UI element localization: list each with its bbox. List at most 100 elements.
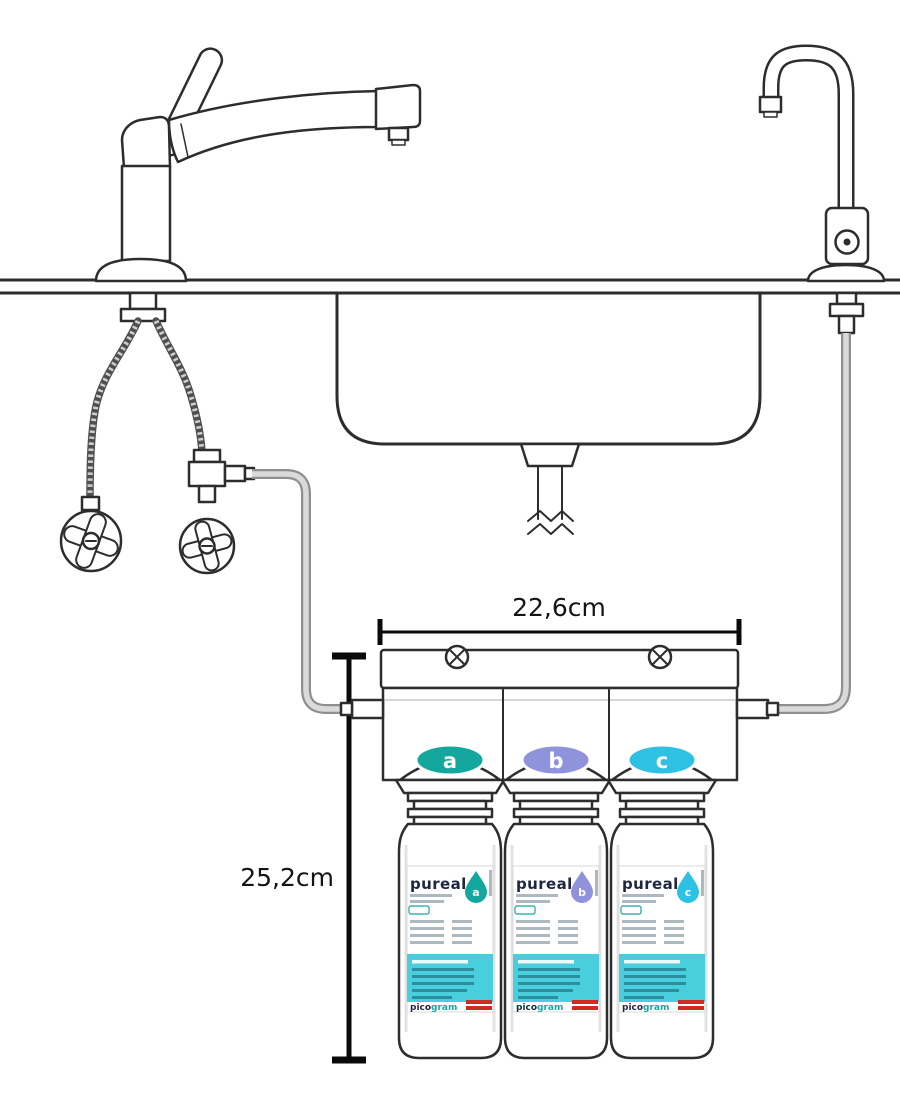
mounting-bracket (379, 648, 740, 690)
faucet-upper-body (120, 115, 172, 170)
band-text-line (518, 982, 580, 985)
label-red-text (466, 1000, 492, 1004)
height-dimension: 25,2cm (240, 652, 366, 1064)
drop-shape (465, 871, 487, 903)
band-text-line (412, 996, 452, 999)
label-spec-line (558, 934, 578, 937)
gooseneck-fill (765, 46, 852, 270)
label-spec-line (664, 934, 684, 937)
adapter-bottom-stem (197, 484, 217, 504)
cartridge-b: pureal b picogram (500, 778, 612, 1060)
label-spec-line (410, 934, 444, 937)
stage-letter-b: b (548, 749, 563, 773)
drain-flange (519, 442, 581, 468)
outlet-port (735, 698, 770, 720)
band-text-line (624, 975, 686, 978)
label-spec-line (558, 920, 578, 923)
band-text-line (624, 982, 686, 985)
label-badge (514, 905, 536, 915)
faucet-spout (167, 89, 382, 164)
footer-suffix: gram (643, 1003, 669, 1013)
adapter-top-nut (192, 448, 222, 464)
label-spec-line (452, 927, 472, 930)
inlet-port-fitting (339, 701, 354, 717)
label-drop-icon-b: b (571, 871, 593, 903)
label-text-line (410, 894, 452, 897)
stage-oval-a (414, 743, 486, 777)
filtered-water-tube (778, 333, 851, 714)
sink-basin (335, 291, 762, 535)
band-text-line (412, 960, 468, 964)
mounting-screw-left-cross (449, 649, 465, 665)
label-text-line (622, 894, 664, 897)
stage-oval-c (626, 743, 698, 777)
label-spec-line (452, 934, 472, 937)
label-spec-line (410, 941, 444, 944)
kitchen-faucet (94, 47, 422, 323)
band-text-line (412, 982, 474, 985)
cartridge-c-collar (606, 778, 718, 795)
label-spec-line (452, 920, 472, 923)
label-footer-brand: picogram (516, 1003, 563, 1013)
footer-suffix: gram (537, 1003, 563, 1013)
footer-suffix: gram (431, 1003, 457, 1013)
drinking-faucet-nut (828, 302, 865, 318)
shutoff-valve-left (59, 495, 123, 573)
label-spec-line (516, 941, 550, 944)
filtered-water-tube-core (778, 333, 849, 712)
band-text-line (518, 968, 580, 971)
label-spec-line (452, 941, 472, 944)
label-red-text (466, 1006, 492, 1010)
shutoff-valve-right (178, 517, 236, 575)
hose-right (152, 317, 206, 456)
feed-adapter (187, 448, 256, 504)
inlet-port (350, 698, 385, 720)
label-spec-line (516, 920, 550, 923)
label-drop-icon-c: c (677, 871, 699, 903)
cartridge-b-brand: pureal (516, 875, 573, 893)
mounting-screw-right-cross (652, 649, 668, 665)
cartridge-b-collar (500, 778, 612, 795)
label-spec-line (622, 941, 656, 944)
label-text-line (516, 900, 550, 903)
filter-inlet-tube (252, 469, 341, 714)
label-spec-line (664, 941, 684, 944)
label-spec-line (622, 934, 656, 937)
drinking-spout-tip (758, 95, 783, 114)
band-text-line (412, 989, 467, 992)
width-dimension-label: 22,6cm (512, 593, 606, 622)
label-spec-line (410, 927, 444, 930)
band-text-line (412, 975, 474, 978)
pipe-break-upper (527, 510, 574, 522)
label-red-text (572, 1000, 598, 1004)
sink-bowl (335, 291, 762, 446)
band-text-line (518, 975, 580, 978)
band-text-line (624, 968, 686, 971)
band-text-line (518, 996, 558, 999)
drop-letter: a (472, 886, 479, 899)
label-spec-line (622, 920, 656, 923)
drop-letter: b (578, 886, 586, 899)
band-text-line (624, 960, 680, 964)
label-spec-line (664, 920, 684, 923)
label-red-text (678, 1006, 704, 1010)
outlet-port-fitting (765, 701, 780, 717)
label-spec-line (516, 934, 550, 937)
cartridge-c-brand: pureal (622, 875, 679, 893)
tubing (252, 333, 851, 714)
label-spec-line (664, 927, 684, 930)
filter-unit: a b c pureal a (339, 644, 780, 1060)
stage-letter-c: c (656, 749, 668, 773)
label-spec-line (410, 920, 444, 923)
footer-prefix: pico (410, 1003, 431, 1013)
drop-letter: c (685, 886, 692, 899)
footer-prefix: pico (516, 1003, 537, 1013)
label-drop-icon-a: a (465, 871, 487, 903)
label-badge (620, 905, 642, 915)
label-red-text (572, 1006, 598, 1010)
drinking-spout-aerator (763, 111, 778, 118)
cartridge-a: pureal a picogram (394, 778, 506, 1060)
cartridge-c-shading (616, 845, 708, 1032)
footer-prefix: pico (622, 1003, 643, 1013)
